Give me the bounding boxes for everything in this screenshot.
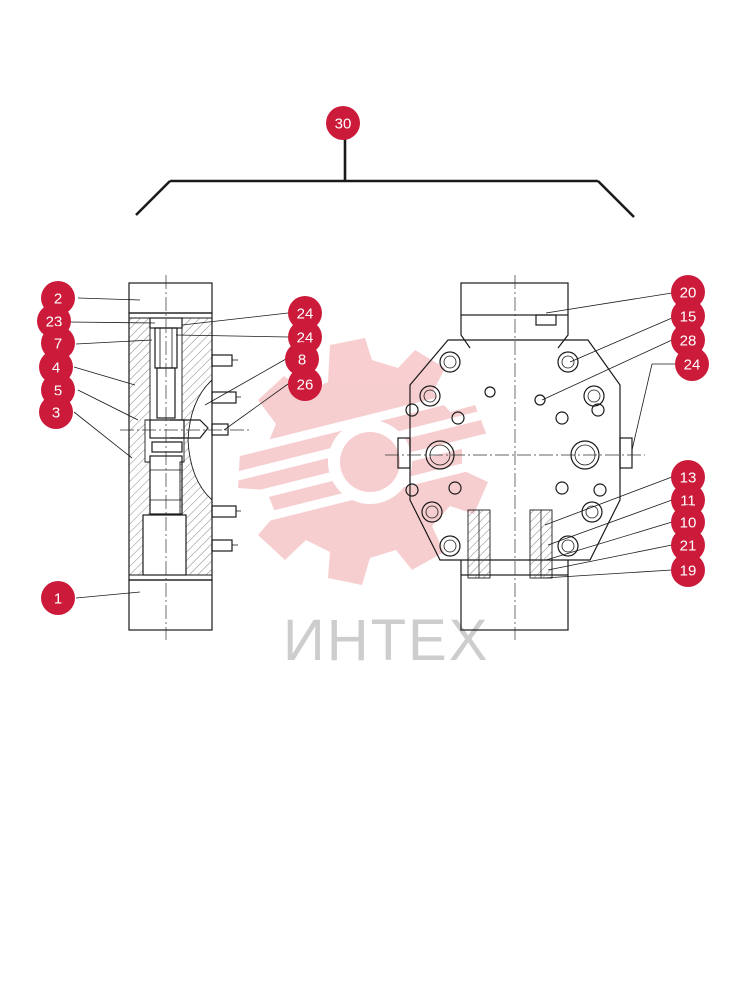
callout-badge-circle [671, 528, 705, 562]
bolt-hole [419, 385, 441, 407]
callout-number: 2 [54, 291, 62, 308]
bolt-hole-inner [429, 444, 451, 466]
bolt-hole [484, 386, 496, 398]
callout-number: 21 [680, 538, 697, 555]
callout-number: 8 [298, 352, 306, 369]
callout-number: 20 [680, 285, 697, 302]
bolt-hole [448, 481, 462, 495]
bolt-hole-inner [443, 355, 457, 369]
right-front-view [385, 275, 645, 640]
callout-badge-circle [326, 106, 360, 140]
bolt-hole-inner [443, 539, 457, 553]
bolt-hole [405, 483, 419, 497]
callout-number: 13 [680, 470, 697, 487]
callout-right-7: 21 [671, 528, 705, 562]
watermark-text: ИНТЕХ [283, 608, 489, 673]
assembly-bracket [135, 138, 635, 218]
bolt-hole [581, 501, 603, 523]
bolt-hole [591, 403, 605, 417]
left-section-view [120, 275, 250, 640]
logo-hub-inner [340, 432, 400, 492]
bolt-hole-inner [574, 444, 596, 466]
bolt-hole [439, 535, 461, 557]
callout-right-3: 24 [675, 347, 709, 381]
bolt-hole [555, 481, 569, 495]
bolt-hole-inner [561, 539, 575, 553]
callout-badge-circle [288, 367, 322, 401]
bolt-hole-inner [585, 505, 599, 519]
callout-number: 24 [297, 306, 314, 323]
callout-badge-circle [288, 296, 322, 330]
callout-badge-circle [39, 395, 73, 429]
callout-badge-circle [671, 299, 705, 333]
callout-number: 5 [54, 383, 62, 400]
callout-badge-circle [41, 581, 75, 615]
callout-number: 11 [680, 493, 696, 510]
callout-right-0: 20 [671, 275, 705, 309]
callout-right-8: 19 [671, 553, 705, 587]
callout-number: 24 [684, 357, 701, 374]
bolt-hole [583, 385, 605, 407]
bolt-hole [557, 351, 579, 373]
callout-left-7: 24 [288, 296, 322, 330]
callout-number: 26 [297, 377, 314, 394]
bolt-holes [405, 351, 607, 557]
bolt-hole [421, 501, 443, 523]
side-pins [211, 354, 241, 552]
callout-number: 19 [680, 563, 697, 580]
bolt-hole [534, 394, 546, 406]
callout-number: 3 [52, 405, 60, 422]
callout-left-9: 8 [285, 342, 319, 376]
bolt-hole [451, 411, 465, 425]
callout-number: 7 [54, 336, 62, 353]
bolt-hole [555, 411, 569, 425]
callout-left-10: 26 [288, 367, 322, 401]
bolt-hole-inner [425, 505, 439, 519]
bolt-hole-inner [423, 389, 437, 403]
callout-number: 4 [52, 360, 60, 377]
callout-left-5: 3 [39, 395, 73, 429]
bolt-hole-inner [561, 355, 575, 369]
callout-right-1: 15 [671, 299, 705, 333]
callout-assembly-0: 30 [326, 106, 360, 140]
bolt-hole-inner [587, 389, 601, 403]
callout-number: 10 [680, 515, 697, 532]
bolt-hole [405, 403, 419, 417]
callout-number: 28 [680, 333, 697, 350]
callout-number: 15 [680, 309, 697, 326]
bolt-hole [570, 440, 600, 470]
callout-left-6: 1 [41, 581, 75, 615]
bolt-hole [425, 440, 455, 470]
callout-badge-circle [671, 553, 705, 587]
callout-number: 30 [335, 116, 352, 133]
bolt-hole [557, 535, 579, 557]
callout-badge-circle [671, 275, 705, 309]
callout-badge-circle [675, 347, 709, 381]
callout-badge-circle [285, 342, 319, 376]
callout-number: 1 [54, 591, 62, 608]
bolt-hole [439, 351, 461, 373]
leader-lines [69, 292, 676, 599]
watermark-logo: ИНТЕХ [228, 338, 503, 673]
bolt-hole [593, 483, 607, 497]
